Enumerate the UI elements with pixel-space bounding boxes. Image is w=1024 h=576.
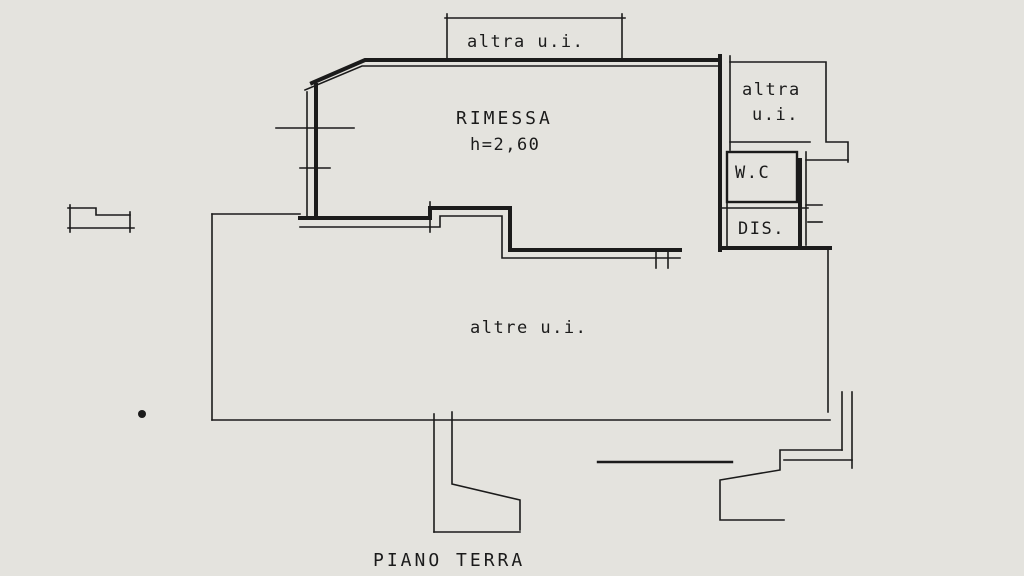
altra-ui-right-room <box>729 61 849 163</box>
rimessa-walls <box>275 54 731 269</box>
label-altra-right-1: altra <box>742 80 801 100</box>
label-altra-ui-top: altra u.i. <box>467 32 584 52</box>
label-wc: W.C <box>735 163 770 183</box>
altre-ui-area <box>211 213 831 421</box>
entrance-walls <box>433 411 521 533</box>
label-altra-right-2: u.i. <box>752 105 799 125</box>
label-floor: PIANO TERRA <box>373 550 525 571</box>
left-fragment <box>67 204 135 233</box>
label-dis: DIS. <box>738 219 785 239</box>
altra-ui-top-bracket <box>444 13 626 61</box>
wc-dis-rooms <box>718 150 849 250</box>
label-altre-ui: altre u.i. <box>470 318 587 338</box>
bottom-right-walls <box>596 391 853 521</box>
label-rimessa: RIMESSA <box>456 108 553 129</box>
small-dot <box>138 410 146 418</box>
label-height: h=2,60 <box>470 135 540 155</box>
